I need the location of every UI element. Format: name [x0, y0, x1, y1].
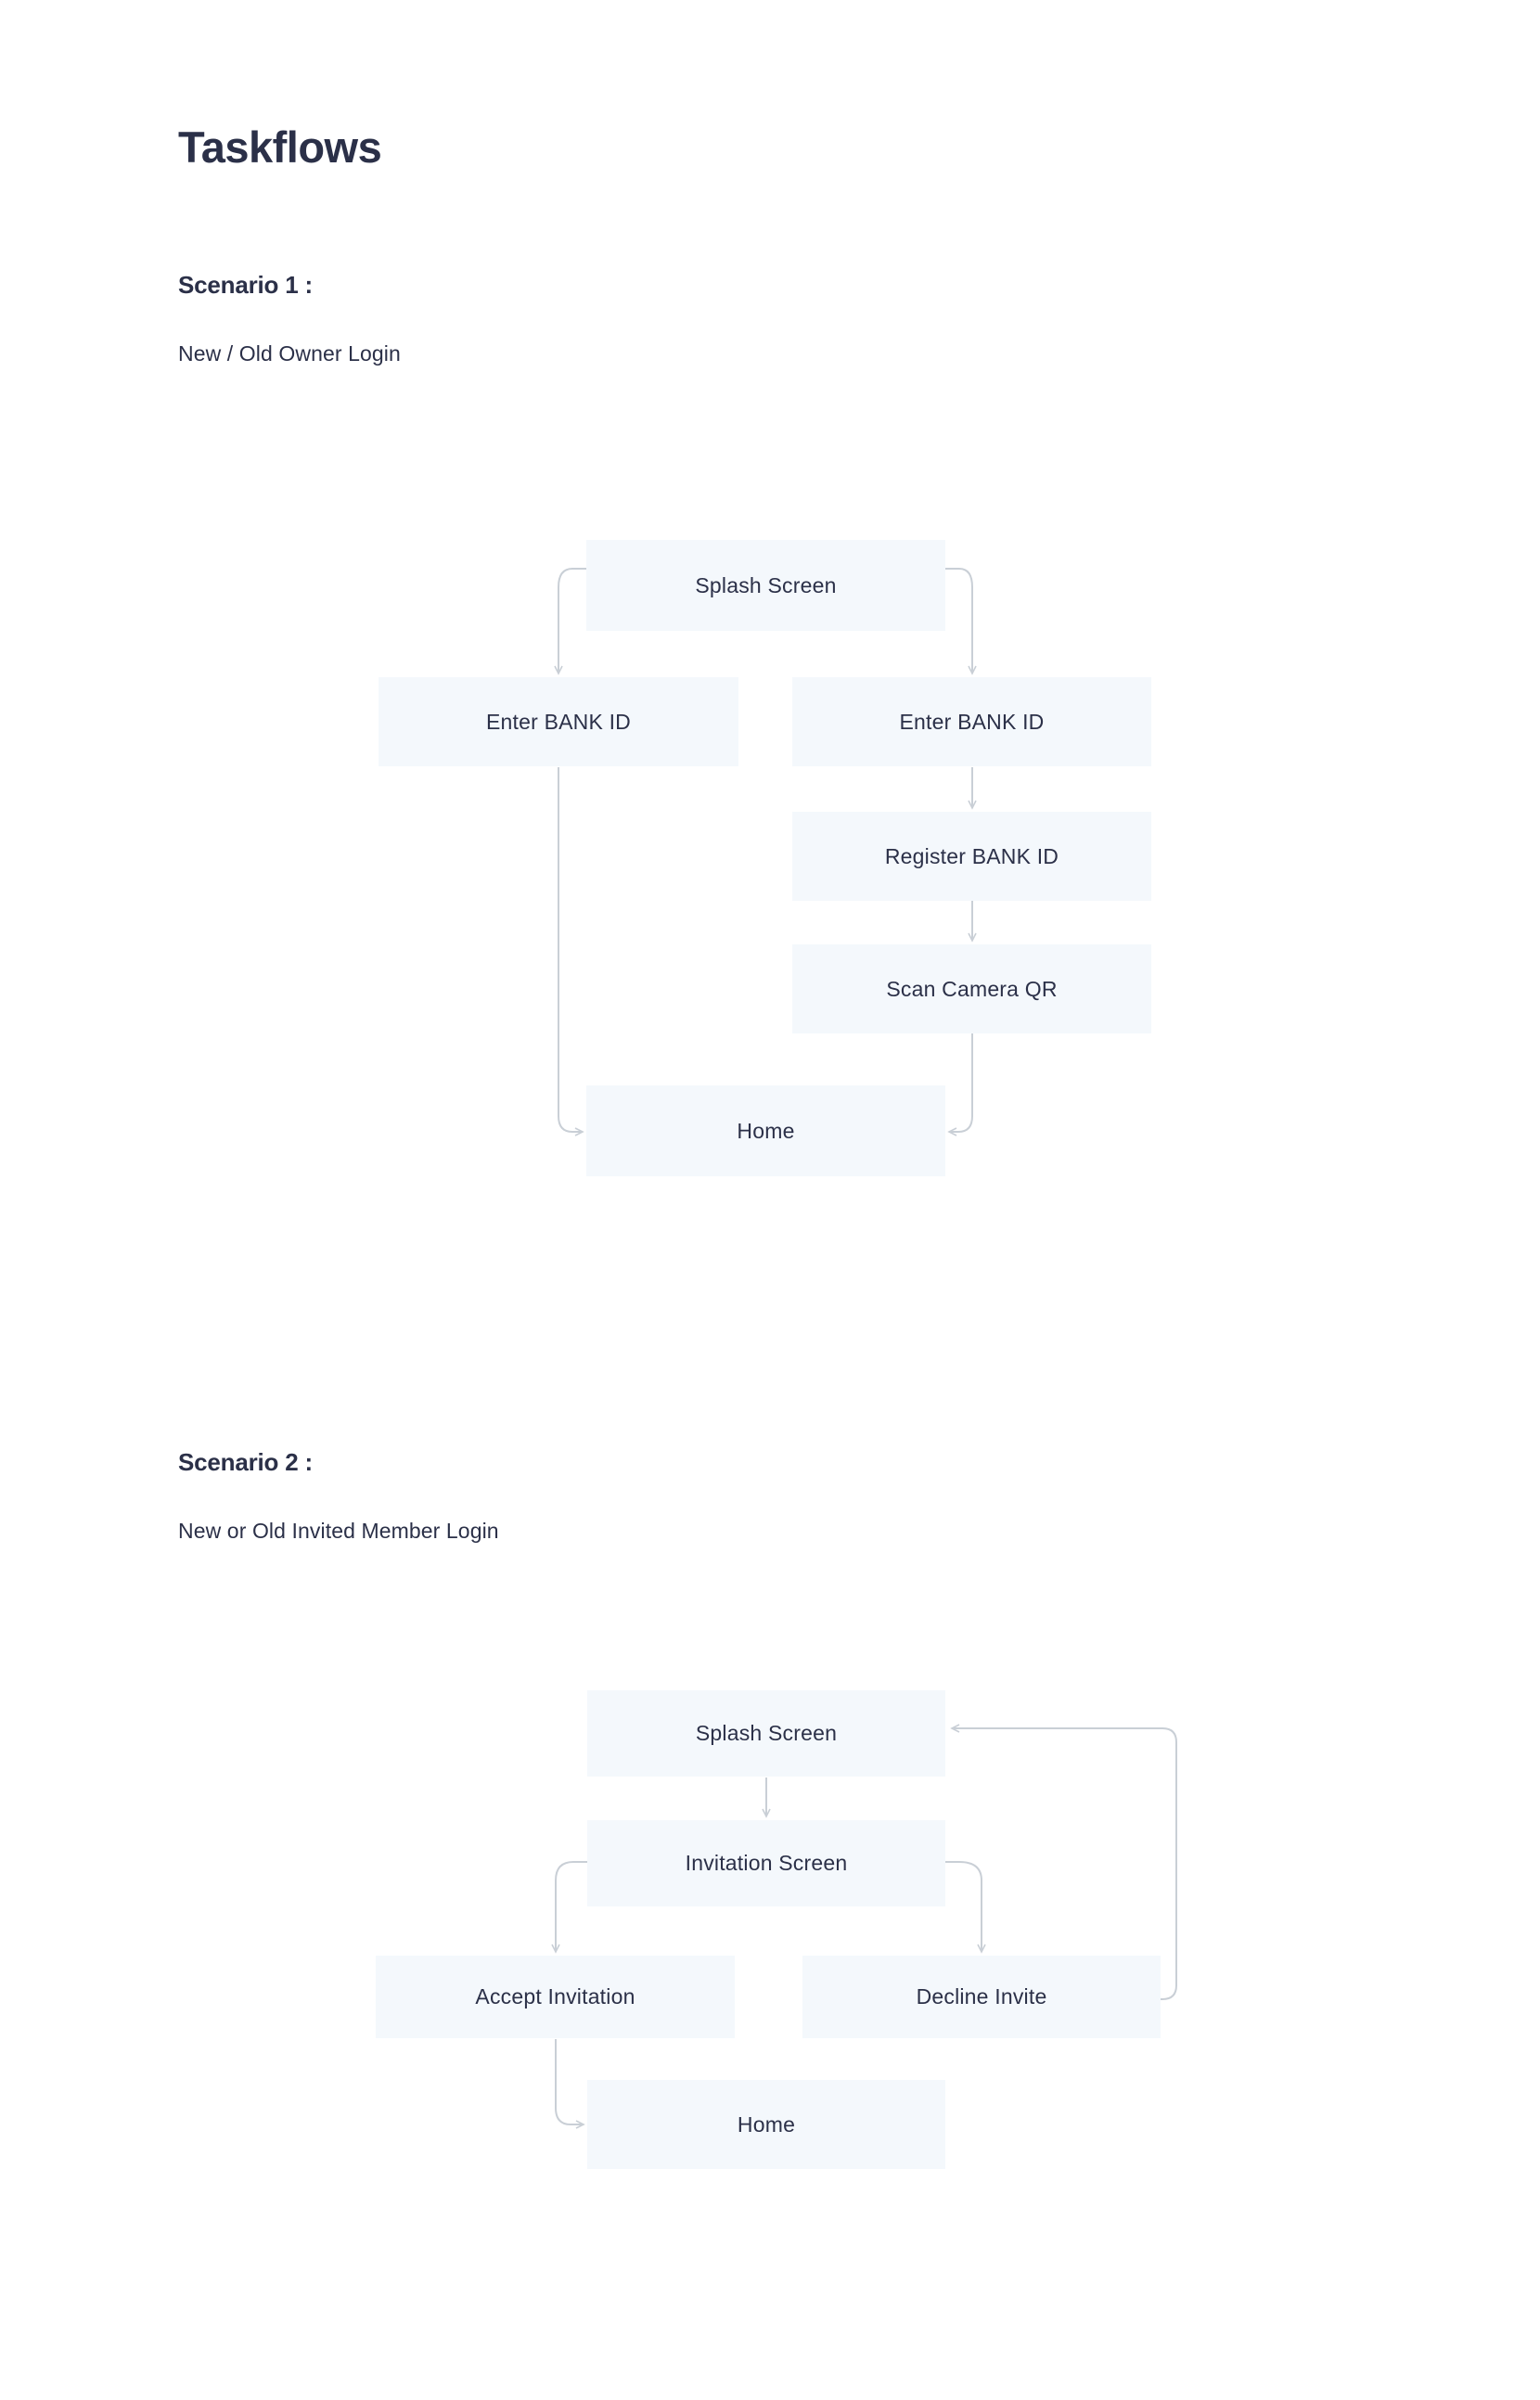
- edge-s1-splash-to-enter-left: [554, 568, 586, 675]
- node-enter-bank-id-existing[interactable]: Enter BANK ID: [379, 677, 738, 766]
- scenario-2-title: Scenario 2 :: [178, 1448, 313, 1476]
- edge-s1-splash-to-enter-right: [945, 568, 977, 675]
- node-label: Home: [737, 2111, 796, 2137]
- edge-s1-enter-left-to-home: [558, 767, 584, 1136]
- page-title: Taskflows: [178, 122, 382, 172]
- node-label: Scan Camera QR: [886, 976, 1058, 1001]
- node-label: Enter BANK ID: [486, 709, 631, 734]
- node-scan-camera-qr[interactable]: Scan Camera QR: [792, 944, 1151, 1033]
- node-label: Enter BANK ID: [899, 709, 1045, 734]
- node-enter-bank-id-new[interactable]: Enter BANK ID: [792, 677, 1151, 766]
- node-label: Splash Screen: [695, 1721, 838, 1745]
- edge-s2-accept-to-home: [555, 2039, 585, 2129]
- node-home-member[interactable]: Home: [587, 2080, 945, 2169]
- node-splash-screen[interactable]: Splash Screen: [586, 540, 945, 631]
- node-home-owner[interactable]: Home: [586, 1085, 945, 1176]
- node-label: Splash Screen: [695, 572, 837, 597]
- scenario-2-subtitle: New or Old Invited Member Login: [178, 1519, 499, 1543]
- node-invitation-screen[interactable]: Invitation Screen: [587, 1820, 945, 1906]
- scenario-1-title: Scenario 1 :: [178, 271, 313, 299]
- node-label: Register BANK ID: [884, 843, 1059, 868]
- node-label: Decline Invite: [916, 1984, 1047, 2009]
- scenario-1-subtitle: New / Old Owner Login: [178, 341, 401, 366]
- node-label: Home: [737, 1118, 795, 1143]
- node-label: Invitation Screen: [685, 1850, 848, 1875]
- node-splash-screen-member[interactable]: Splash Screen: [587, 1690, 945, 1777]
- edge-s2-invitation-to-accept: [551, 1861, 587, 1954]
- node-accept-invitation[interactable]: Accept Invitation: [376, 1956, 735, 2038]
- node-label: Accept Invitation: [475, 1984, 635, 2009]
- edge-s1-scan-to-home: [947, 1033, 973, 1136]
- node-decline-invite[interactable]: Decline Invite: [802, 1956, 1161, 2038]
- node-register-bank-id[interactable]: Register BANK ID: [792, 812, 1151, 901]
- edge-s2-invitation-to-decline: [945, 1861, 986, 1954]
